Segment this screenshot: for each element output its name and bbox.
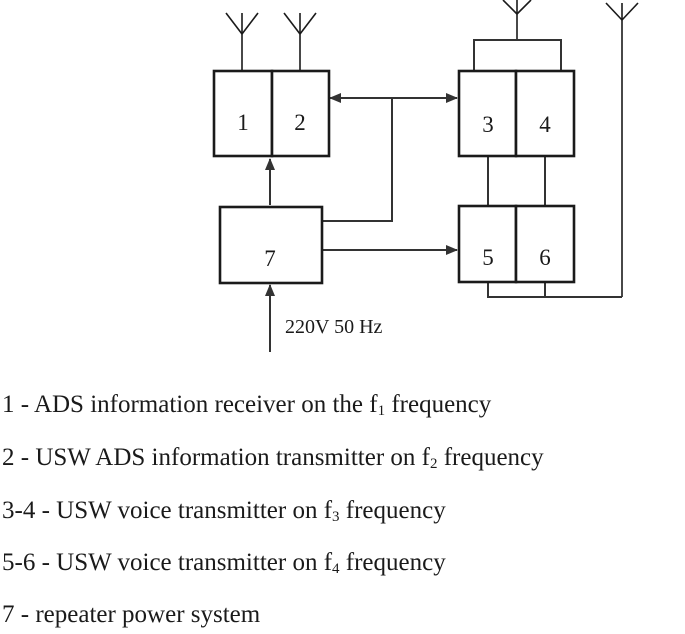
legend-text: 7 - repeater power system [2,601,261,628]
legend-item: 1 - ADS information receiver on the f1 f… [2,390,491,420]
legend-item: 5-6 - USW voice transmitter on f4 freque… [2,548,446,578]
block-7-label: 7 [264,246,276,271]
antenna-block-3-4 [502,0,532,40]
connections [265,39,622,352]
supply-label: 220V 50 Hz [285,316,383,338]
legend-text: 5-6 - USW voice transmitter on f [2,549,333,576]
repeater-block-diagram: 1 2 3 4 5 6 7 220V 50 Hz [212,0,639,352]
legend-text: 1 - ADS information receiver on the f [2,391,378,418]
legend-text: frequency [339,497,446,524]
legend-text: frequency [339,549,446,576]
legend-subscript: 3 [332,509,340,525]
block-3: 3 [457,69,518,158]
block-4: 4 [514,69,576,158]
block-2-label: 2 [294,110,306,135]
legend-item: 3-4 - USW voice transmitter on f3 freque… [2,496,446,526]
legend-subscript: 4 [332,561,340,577]
antenna-block-1 [225,12,259,71]
block-6: 6 [514,204,576,284]
legend-text: 3-4 - USW voice transmitter on f [2,497,333,524]
block-7: 7 [218,205,324,285]
antenna-block-5-6 [605,2,639,297]
legend-item: 7 - repeater power system [2,600,260,630]
block-1-label: 1 [237,110,249,135]
block-1: 1 [212,69,274,158]
block-3-label: 3 [482,112,494,137]
antenna-block-2 [283,12,317,71]
block-5: 5 [457,204,518,284]
block-2: 2 [270,69,331,158]
block-5-label: 5 [482,245,494,270]
block-6-label: 6 [539,245,551,270]
legend-text: frequency [437,444,544,471]
legend-text: frequency [385,391,492,418]
legend-item: 2 - USW ADS information transmitter on f… [2,443,544,473]
legend-subscript: 2 [429,456,438,472]
legend-subscript: 1 [377,403,386,419]
block-4-label: 4 [539,112,551,137]
legend-text: 2 - USW ADS information transmitter on f [2,444,430,471]
